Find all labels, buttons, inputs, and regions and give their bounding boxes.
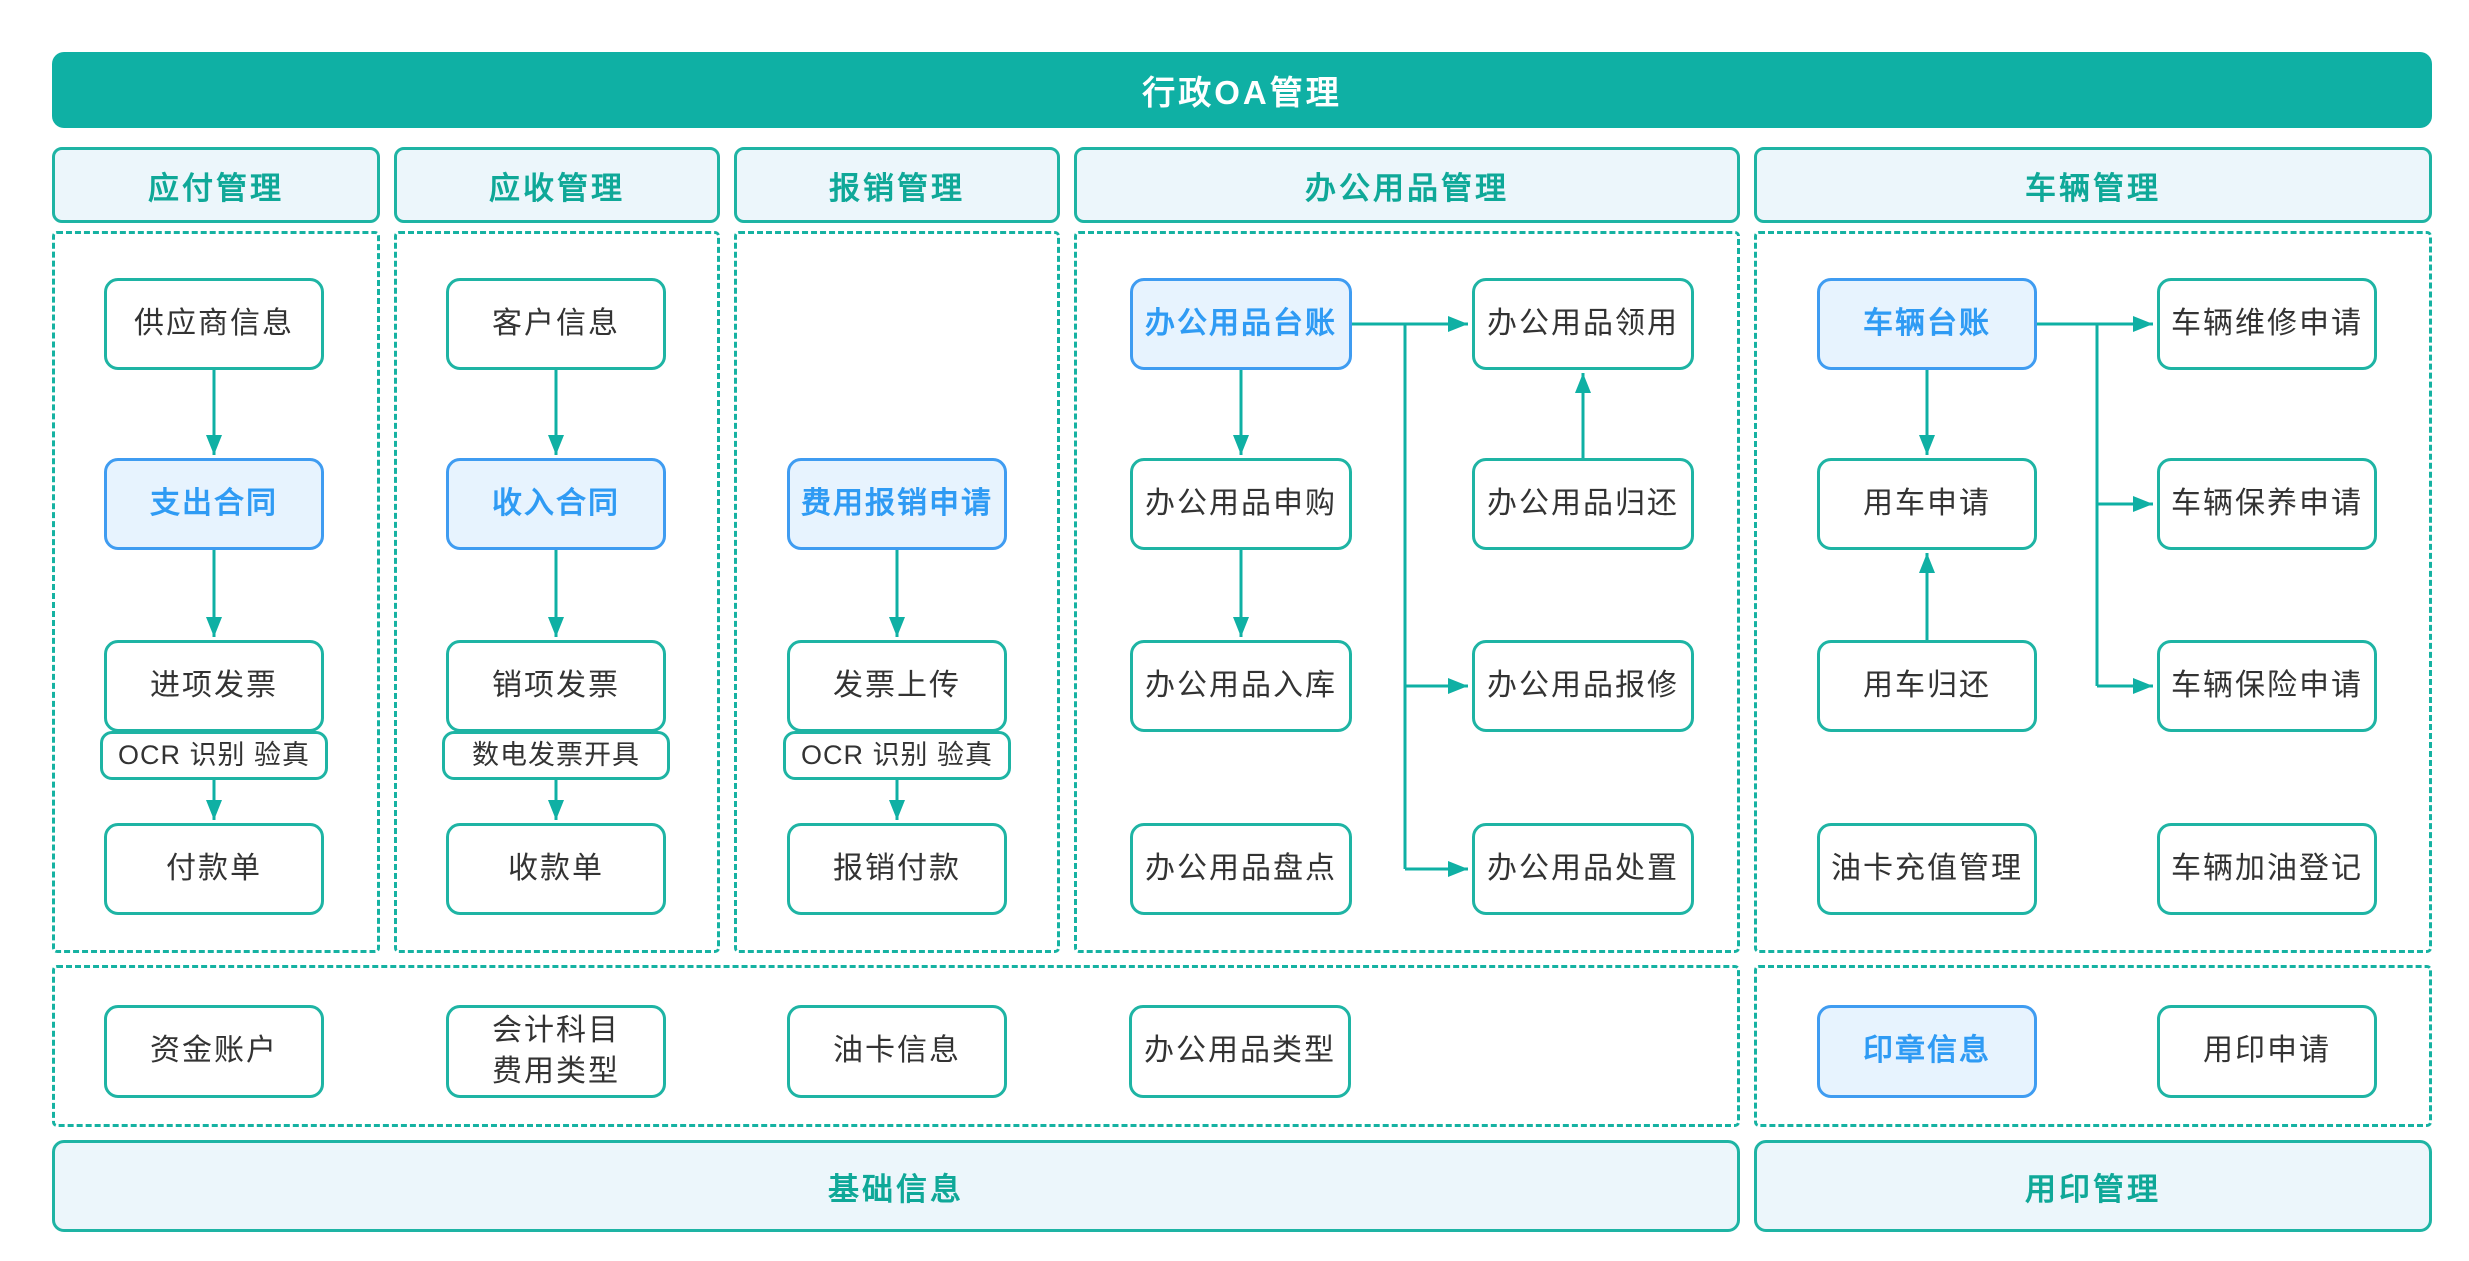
seal-section — [1754, 965, 2432, 1127]
office-supplies-ledger-node: 办公用品台账 — [1130, 278, 1352, 370]
header-office-supplies: 办公用品管理 — [1074, 147, 1740, 223]
vehicle-refuel-register-node: 车辆加油登记 — [2157, 823, 2377, 915]
header-payable: 应付管理 — [52, 147, 380, 223]
seal-info-node: 印章信息 — [1817, 1005, 2037, 1098]
vehicle-maintenance-apply-node: 车辆保养申请 — [2157, 458, 2377, 550]
expense-type-line2: 费用类型 — [492, 1054, 620, 1088]
invoice-upload-node: 发票上传 — [787, 640, 1007, 732]
office-supplies-repair-node: 办公用品报修 — [1472, 640, 1694, 732]
base-info-section — [52, 965, 1740, 1127]
output-invoice-node: 销项发票 — [446, 640, 666, 732]
seal-use-apply-node: 用印申请 — [2157, 1005, 2377, 1098]
accounting-subject-node: 会计科目 费用类型 — [446, 1005, 666, 1098]
vehicle-ledger-node: 车辆台账 — [1817, 278, 2037, 370]
fund-account-node: 资金账户 — [104, 1005, 324, 1098]
reimburse-section — [734, 231, 1060, 953]
accounting-subject-line1: 会计科目 — [492, 1014, 620, 1047]
office-supplies-inbound-node: 办公用品入库 — [1130, 640, 1352, 732]
office-supplies-dispose-node: 办公用品处置 — [1472, 823, 1694, 915]
ocr-verify-node-reimburse: OCR 识别 验真 — [783, 731, 1011, 780]
office-supplies-type-node: 办公用品类型 — [1129, 1005, 1351, 1098]
office-supplies-purchase-node: 办公用品申购 — [1130, 458, 1352, 550]
customer-info-node: 客户信息 — [446, 278, 666, 370]
reimburse-payment-node: 报销付款 — [787, 823, 1007, 915]
seal-manage-banner: 用印管理 — [1754, 1140, 2432, 1232]
income-contract-node: 收入合同 — [446, 458, 666, 550]
main-title-banner: 行政OA管理 — [52, 52, 2432, 128]
office-supplies-collect-node: 办公用品领用 — [1472, 278, 1694, 370]
office-supplies-stocktake-node: 办公用品盘点 — [1130, 823, 1352, 915]
header-reimburse: 报销管理 — [734, 147, 1060, 223]
fuel-card-recharge-node: 油卡充值管理 — [1817, 823, 2037, 915]
vehicle-section — [1754, 231, 2432, 953]
fuel-card-info-node: 油卡信息 — [787, 1005, 1007, 1098]
office-supplies-section — [1074, 231, 1740, 953]
expense-contract-node: 支出合同 — [104, 458, 324, 550]
payment-slip-node: 付款单 — [104, 823, 324, 915]
vehicle-use-apply-node: 用车申请 — [1817, 458, 2037, 550]
input-invoice-node: 进项发票 — [104, 640, 324, 732]
payable-section — [52, 231, 380, 953]
header-vehicle: 车辆管理 — [1754, 147, 2432, 223]
e-invoice-issue-node: 数电发票开具 — [442, 731, 670, 780]
vehicle-repair-apply-node: 车辆维修申请 — [2157, 278, 2377, 370]
receivable-section — [394, 231, 720, 953]
base-info-banner: 基础信息 — [52, 1140, 1740, 1232]
supplier-info-node: 供应商信息 — [104, 278, 324, 370]
vehicle-insurance-apply-node: 车辆保险申请 — [2157, 640, 2377, 732]
receipt-slip-node: 收款单 — [446, 823, 666, 915]
vehicle-use-return-node: 用车归还 — [1817, 640, 2037, 732]
header-receivable: 应收管理 — [394, 147, 720, 223]
ocr-verify-node-payable: OCR 识别 验真 — [100, 731, 328, 780]
expense-reimburse-apply-node: 费用报销申请 — [787, 458, 1007, 550]
office-supplies-return-node: 办公用品归还 — [1472, 458, 1694, 550]
